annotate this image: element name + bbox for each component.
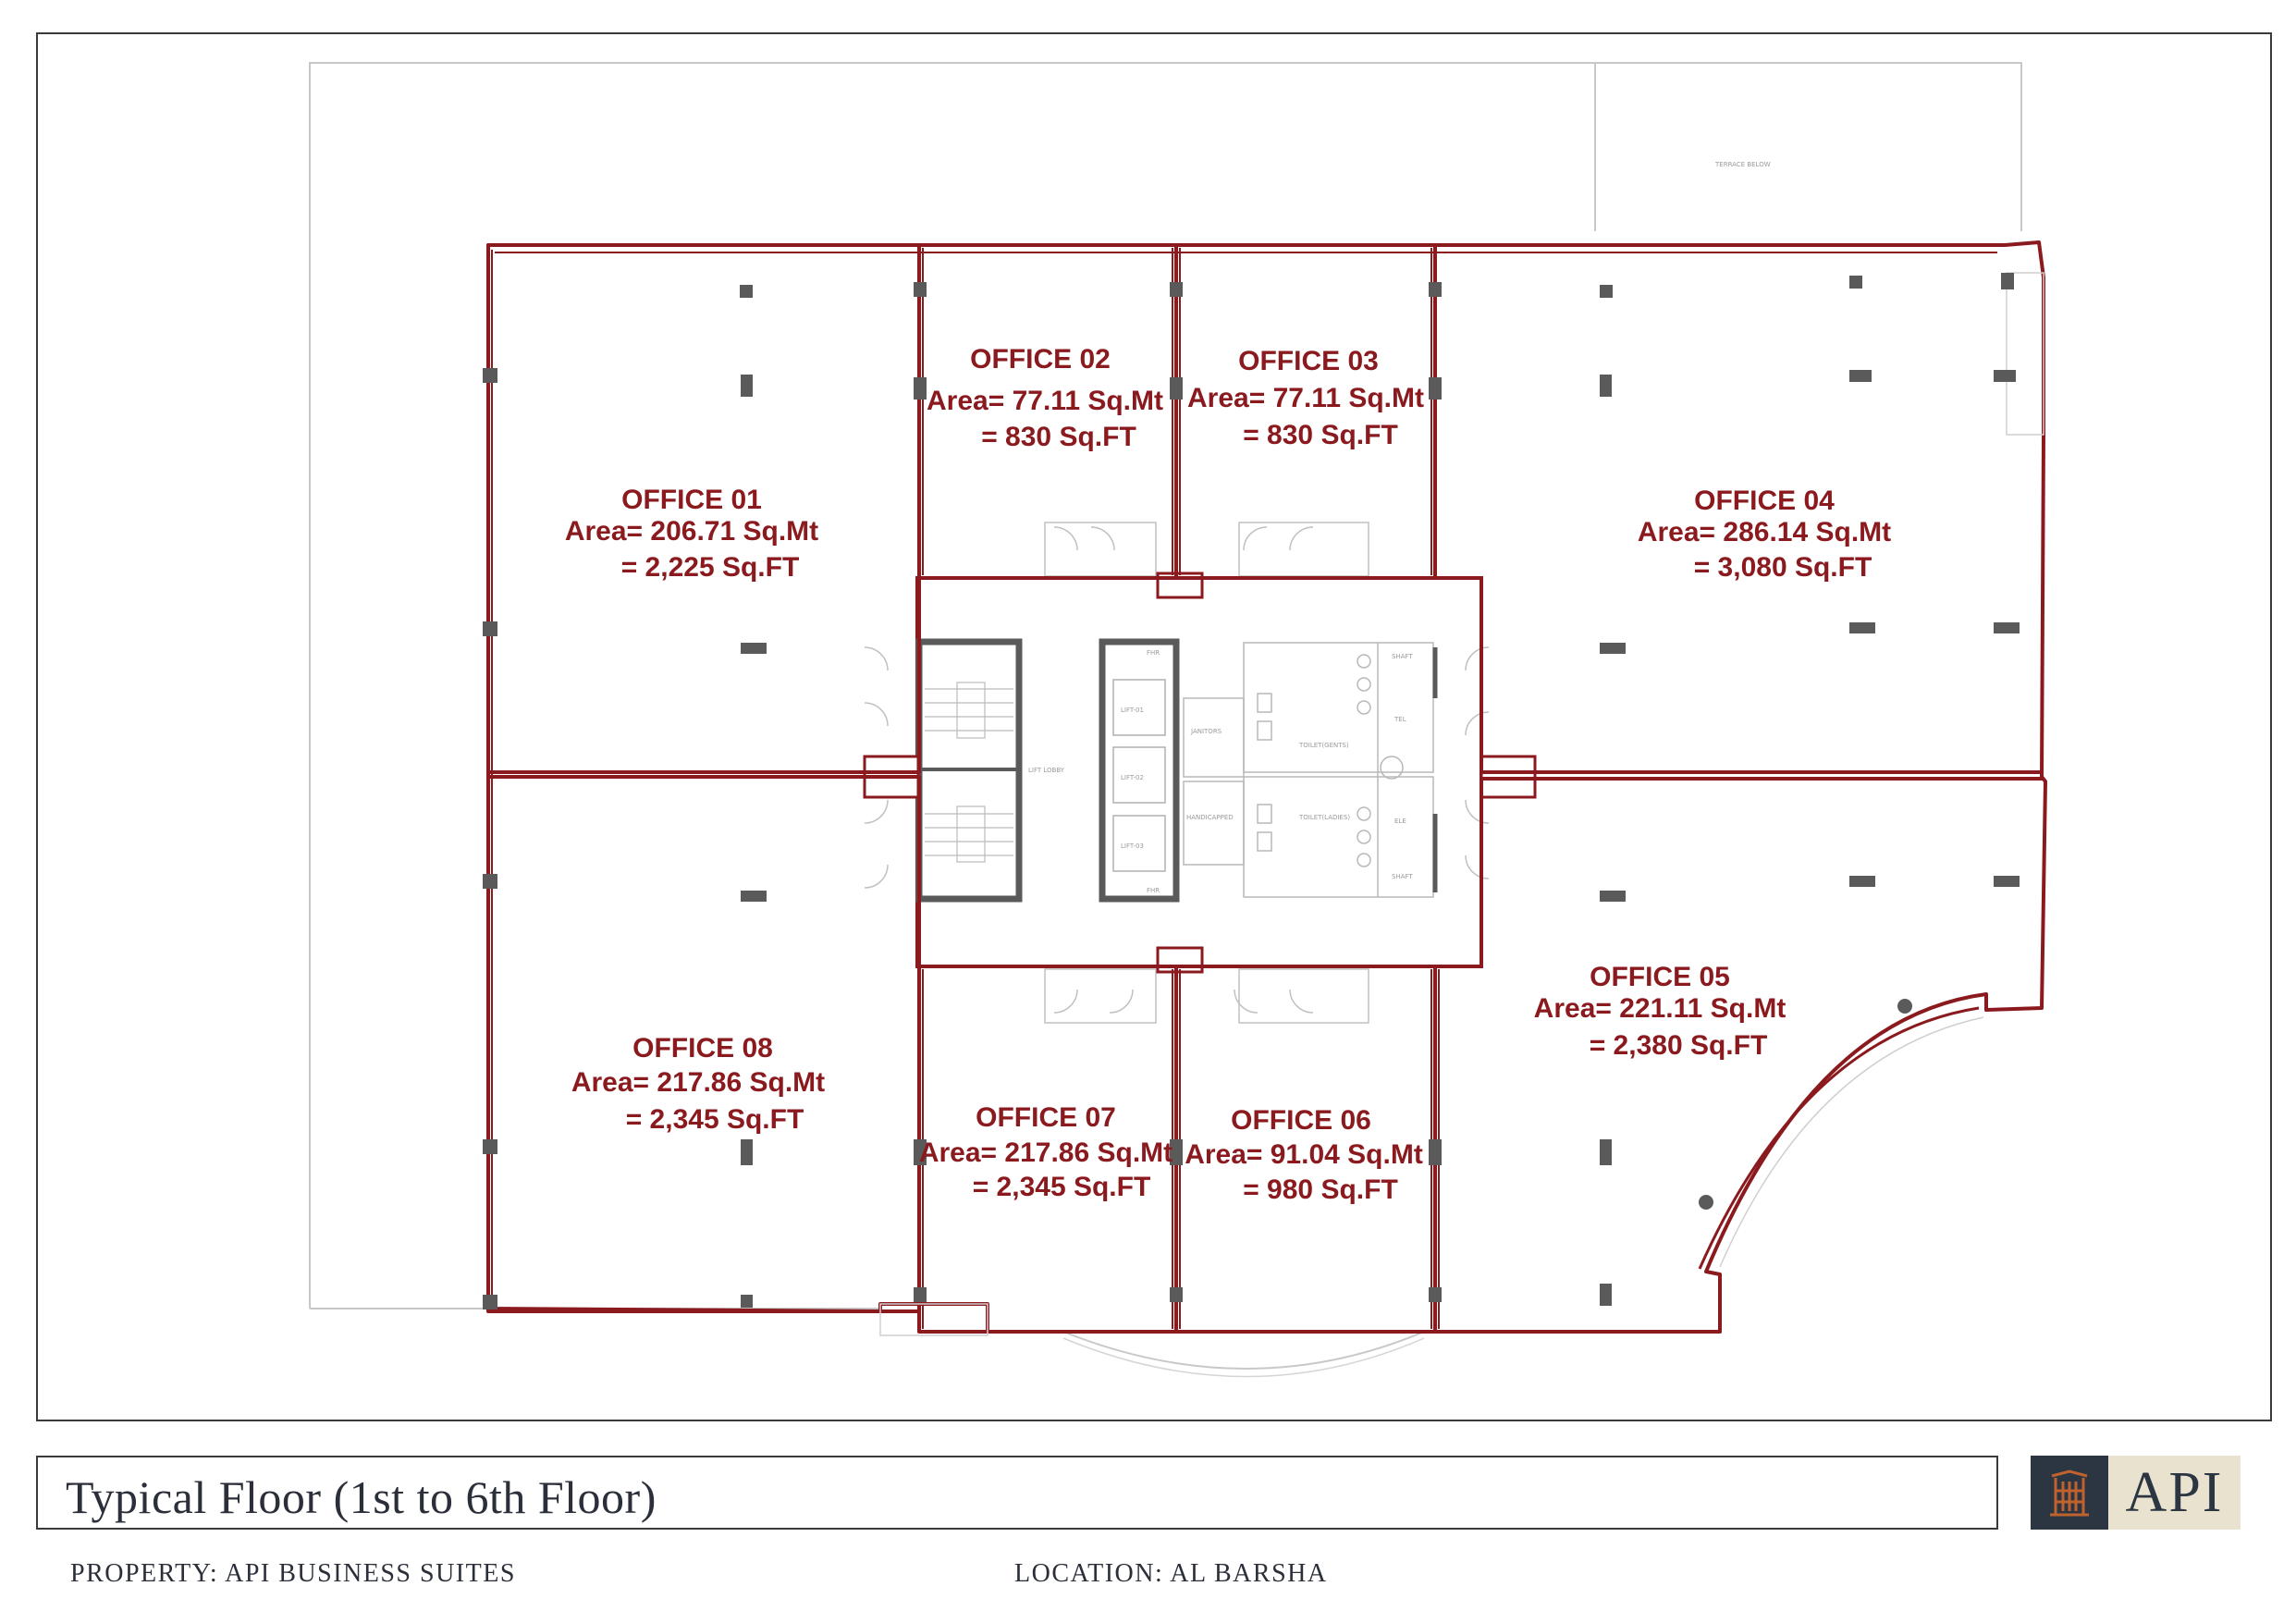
office-07-name: OFFICE 07 [976, 1102, 1116, 1133]
core: LIFT-01 LIFT-02 LIFT-03 LIFT LOBBY FHR F… [863, 522, 1537, 1024]
office-03-area-sqm: Area= 77.11 Sq.Mt [1187, 383, 1424, 413]
office-03-name: OFFICE 03 [1238, 346, 1379, 376]
office-07-area-sqm: Area= 217.86 Sq.Mt [919, 1137, 1173, 1168]
office-06: OFFICE 06 Area= 91.04 Sq.Mt = 980 Sq.FT [1185, 1105, 1423, 1205]
logo-mark [2031, 1456, 2108, 1530]
office-08-area-sqm: Area= 217.86 Sq.Mt [571, 1067, 825, 1098]
property-label: PROPERTY: API BUSINESS SUITES [70, 1559, 516, 1588]
plan-frame [36, 32, 2272, 1421]
office-04: OFFICE 04 Area= 286.14 Sq.Mt = 3,080 Sq.… [1638, 486, 1891, 583]
columns [483, 273, 2020, 1309]
fhr-label-bottom: FHR [1147, 887, 1160, 894]
office-05-area-sqm: Area= 221.11 Sq.Mt [1534, 993, 1786, 1024]
office-06-area-sqm: Area= 91.04 Sq.Mt [1185, 1139, 1423, 1170]
lift-lobby-label: LIFT LOBBY [1028, 767, 1065, 774]
shaft-label-1: SHAFT [1392, 653, 1413, 660]
api-logo: API [2031, 1456, 2241, 1530]
toilet-ladies-label: TOILET(LADIES) [1298, 814, 1350, 821]
lift-03-label: LIFT-03 [1121, 842, 1144, 850]
office-04-name: OFFICE 04 [1694, 486, 1835, 516]
office-05-area-sqft: = 2,380 Sq.FT [1590, 1030, 1768, 1061]
terrace-label: TERRACE BELOW [1714, 161, 1771, 168]
title-box: Typical Floor (1st to 6th Floor) [36, 1456, 1998, 1530]
fhr-label-top: FHR [1147, 649, 1160, 657]
office-03: OFFICE 03 Area= 77.11 Sq.Mt = 830 Sq.FT [1187, 346, 1424, 450]
logo-text-wrap: API [2108, 1456, 2241, 1530]
office-01-area-sqm: Area= 206.71 Sq.Mt [565, 516, 818, 547]
office-06-area-sqft: = 980 Sq.FT [1243, 1174, 1398, 1205]
office-01-area-sqft: = 2,225 Sq.FT [621, 552, 800, 583]
office-02-name: OFFICE 02 [970, 344, 1111, 375]
floor-title: Typical Floor (1st to 6th Floor) [66, 1471, 657, 1523]
shaft-label-2: SHAFT [1392, 873, 1413, 880]
office-01: OFFICE 01 Area= 206.71 Sq.Mt = 2,225 Sq.… [565, 485, 818, 583]
office-02: OFFICE 02 Area= 77.11 Sq.Mt = 830 Sq.FT [927, 344, 1163, 452]
logo-text: API [2125, 1460, 2224, 1524]
office-07: OFFICE 07 Area= 217.86 Sq.Mt = 2,345 Sq.… [919, 1102, 1173, 1202]
office-08-area-sqft: = 2,345 Sq.FT [626, 1104, 804, 1135]
office-03-area-sqft: = 830 Sq.FT [1243, 420, 1398, 450]
building-icon [2050, 1469, 2089, 1517]
office-04-area-sqft: = 3,080 Sq.FT [1694, 552, 1872, 583]
tel-label: TEL [1394, 716, 1406, 723]
handicapped-label: HANDICAPPED [1186, 814, 1234, 821]
office-07-area-sqft: = 2,345 Sq.FT [973, 1172, 1151, 1202]
office-02-area-sqft: = 830 Sq.FT [981, 422, 1136, 452]
office-05: OFFICE 05 Area= 221.11 Sq.Mt = 2,380 Sq.… [1534, 962, 1786, 1061]
janitors-label: JANITORS [1190, 728, 1222, 735]
office-02-area-sqm: Area= 77.11 Sq.Mt [927, 386, 1163, 416]
office-08: OFFICE 08 Area= 217.86 Sq.Mt = 2,345 Sq.… [571, 1033, 825, 1135]
office-05-name: OFFICE 05 [1590, 962, 1730, 992]
lift-02-label: LIFT-02 [1121, 774, 1144, 781]
office-04-area-sqm: Area= 286.14 Sq.Mt [1638, 517, 1891, 547]
office-01-name: OFFICE 01 [621, 485, 762, 515]
toilet-gents-label: TOILET(GENTS) [1298, 742, 1349, 749]
lift-01-label: LIFT-01 [1121, 707, 1144, 714]
location-label: LOCATION: AL BARSHA [1014, 1559, 1328, 1588]
ele-label: ELE [1394, 818, 1406, 825]
office-08-name: OFFICE 08 [632, 1033, 773, 1064]
entrance-arc [1062, 1331, 1425, 1370]
office-06-name: OFFICE 06 [1231, 1105, 1371, 1136]
